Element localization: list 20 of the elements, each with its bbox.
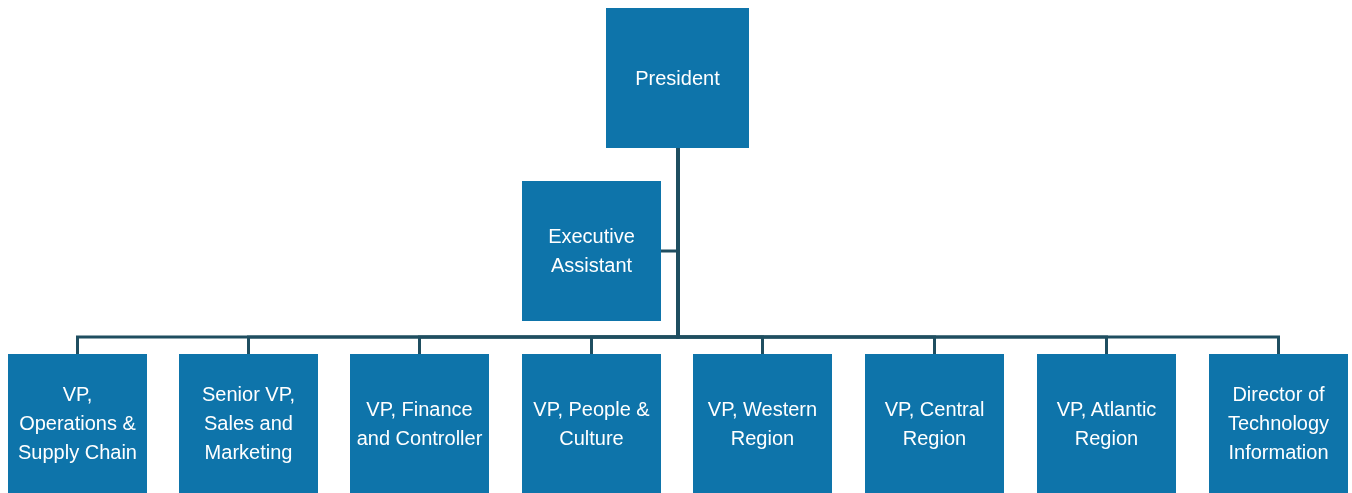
position-title: President [634,65,721,91]
position-title: Director of Technology Information [1226,382,1331,465]
position-box [8,354,147,493]
position-box [1209,354,1348,493]
position-title: VP, Atlantic Region [1055,396,1158,451]
position-box [606,8,749,148]
position-box [522,181,661,321]
position-box [522,354,661,493]
position-title: Senior VP, Sales and Marketing [201,382,296,465]
position-box [693,354,832,493]
position-box [179,354,318,493]
position-box [1037,354,1176,493]
position-title: VP, Operations & Supply Chain [17,382,138,465]
position-title: VP, Central Region [883,396,986,451]
position-title: VP, People & Culture [532,396,651,451]
position-box [350,354,489,493]
position-title: VP, Finance and Controller [355,396,484,451]
position-title: VP, Western Region [706,396,819,451]
position-title: Executive Assistant [547,224,636,278]
position-box [865,354,1004,493]
